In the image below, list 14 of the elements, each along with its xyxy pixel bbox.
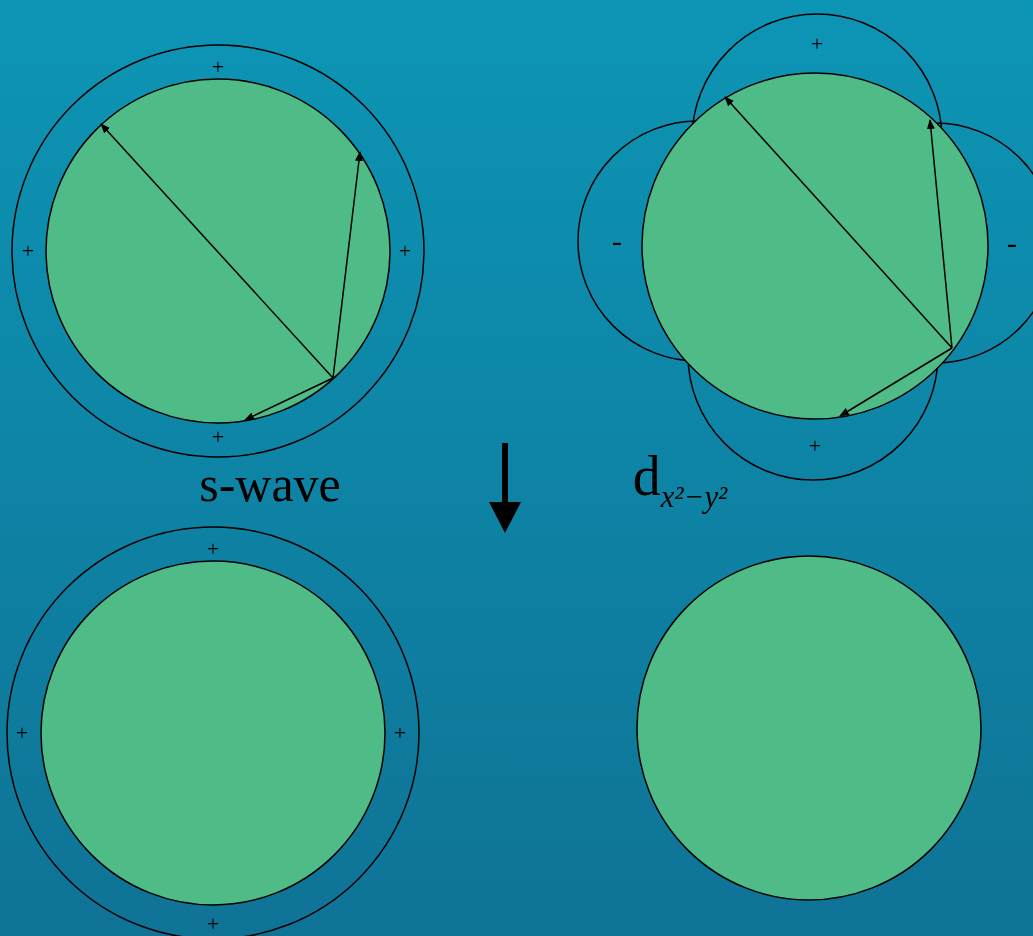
plus-sign: + (398, 240, 412, 262)
plus-sign: + (206, 538, 220, 560)
plus-sign: + (211, 426, 225, 448)
minus-sign: - (612, 226, 622, 256)
minus-sign: - (1007, 228, 1017, 258)
panel-title: d$_{x²−y²}$ (632, 447, 728, 513)
plus-sign: + (21, 240, 35, 262)
plus-sign: + (15, 722, 29, 744)
plus-sign: + (211, 56, 225, 78)
plus-sign: + (808, 435, 822, 457)
plus-sign: + (810, 33, 824, 55)
panel-title: s-wave (199, 459, 341, 509)
plus-sign: + (393, 722, 407, 744)
plus-sign: + (206, 913, 220, 935)
